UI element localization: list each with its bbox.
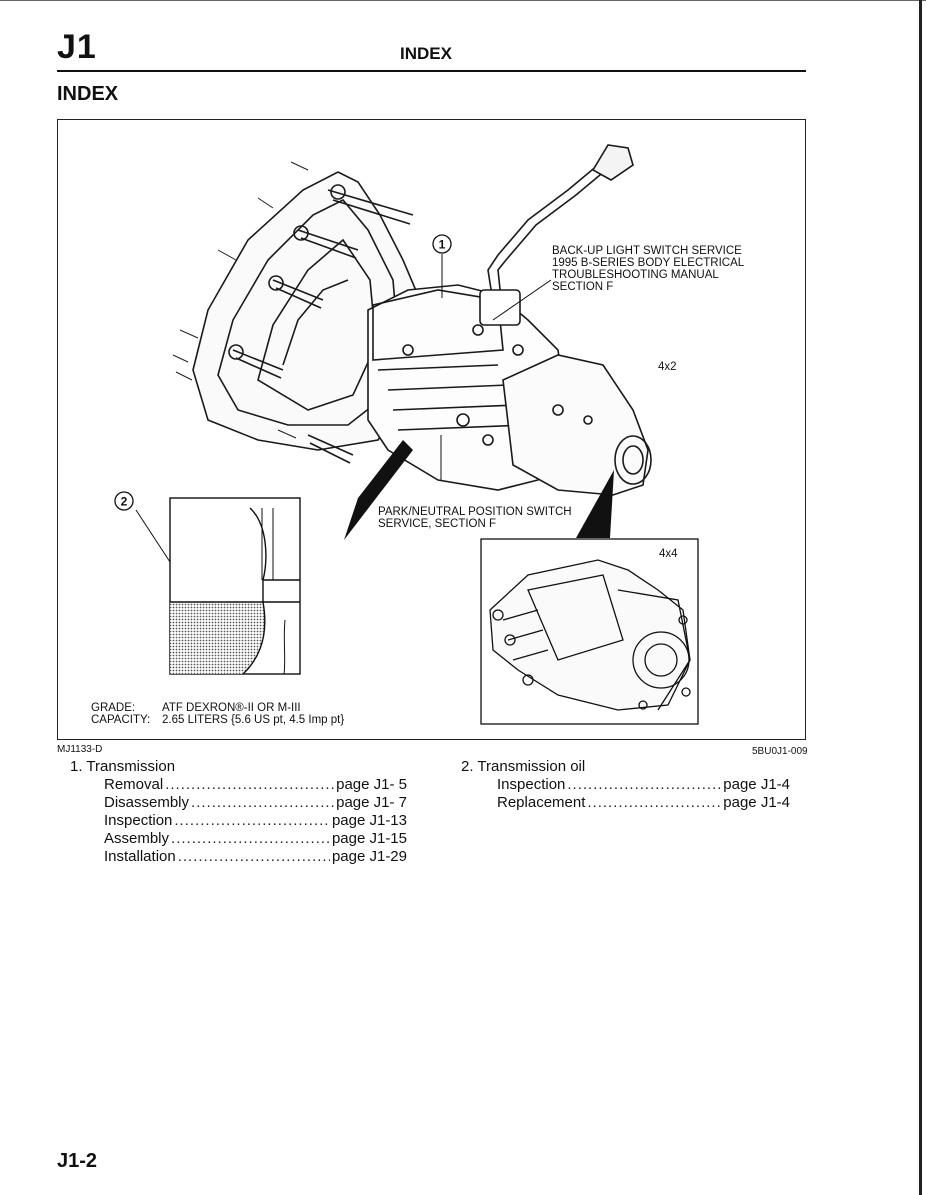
leader-dots: ........................................… [191,794,334,811]
index-entry-removal[interactable]: Removal ................................… [104,776,407,794]
entry-label: Disassembly [104,794,190,811]
transmission-drawing [192,144,652,496]
detail-pointer-4x4 [576,470,614,538]
index-entry-oil-replacement[interactable]: Replacement ............................… [497,794,790,812]
callout-1-badge: 1 [432,234,452,254]
leader-dots: ........................................… [177,848,330,865]
figure-id-right: 5BU0J1-009 [752,746,808,757]
capacity-label: CAPACITY: [91,714,151,726]
page-right-edge [919,0,922,1195]
entry-page: page J1- 7 [336,794,407,811]
header-rule [57,70,806,72]
oil-level-detail [169,497,301,675]
page-top-edge [0,0,926,1]
grade-label: GRADE: [91,702,136,714]
backup-light-switch-note: BACK-UP LIGHT SWITCH SERVICE 1995 B-SERI… [552,245,745,293]
capacity-value: 2.65 LITERS {5.6 US pt, 4.5 Imp pt} [162,714,345,726]
entry-page: page J1-13 [331,812,407,829]
leader-lines [135,254,552,563]
transmission-figure: 1 2 BACK-UP LIGHT [57,119,806,740]
leader-dots: ........................................… [174,812,330,829]
index-entry-oil-inspection[interactable]: Inspection .............................… [497,776,790,794]
page-title: INDEX [57,83,119,105]
leader-dots: ........................................… [171,830,330,847]
leader-dots: ........................................… [587,794,722,811]
index-entry-disassembly[interactable]: Disassembly ............................… [104,794,407,812]
label-4x2: 4x2 [658,361,677,373]
entry-page: page J1- 5 [336,776,407,793]
dimension-dashes [172,161,309,439]
entry-page: page J1-4 [723,776,790,793]
callout-2-badge: 2 [114,491,134,511]
entry-page: page J1-15 [331,830,407,847]
label-4x4: 4x4 [659,548,678,560]
entry-label: Removal [104,776,164,793]
leader-dots: ........................................… [165,776,335,793]
leader-dots: ........................................… [567,776,721,793]
callout-2-number: 2 [121,495,128,509]
callout-1-number: 1 [439,238,446,252]
entry-label: Assembly [104,830,170,847]
entry-page: page J1-29 [331,848,407,865]
entry-label: Inspection [497,776,566,793]
page-number: J1-2 [57,1150,98,1172]
grade-value: ATF DEXRON®-II OR M-III [162,702,301,714]
running-title: INDEX [400,44,452,63]
index-heading-transmission-oil: 2. Transmission oil [461,758,586,775]
section-code: J1 [57,28,97,66]
park-neutral-switch-note: PARK/NEUTRAL POSITION SWITCH SERVICE, SE… [378,506,572,530]
index-entry-assembly[interactable]: Assembly ...............................… [104,830,407,848]
entry-label: Replacement [497,794,586,811]
figure-id-left: MJ1133-D [57,744,103,755]
4x4-detail [480,538,699,725]
entry-label: Inspection [104,812,173,829]
index-entry-installation[interactable]: Installation ...........................… [104,848,407,866]
entry-label: Installation [104,848,176,865]
detail-pointer-oil-level [344,440,413,540]
entry-page: page J1-4 [723,794,790,811]
index-entry-inspection[interactable]: Inspection .............................… [104,812,407,830]
index-heading-transmission: 1. Transmission [70,758,176,775]
transmission-illustration: 1 2 [114,144,699,725]
